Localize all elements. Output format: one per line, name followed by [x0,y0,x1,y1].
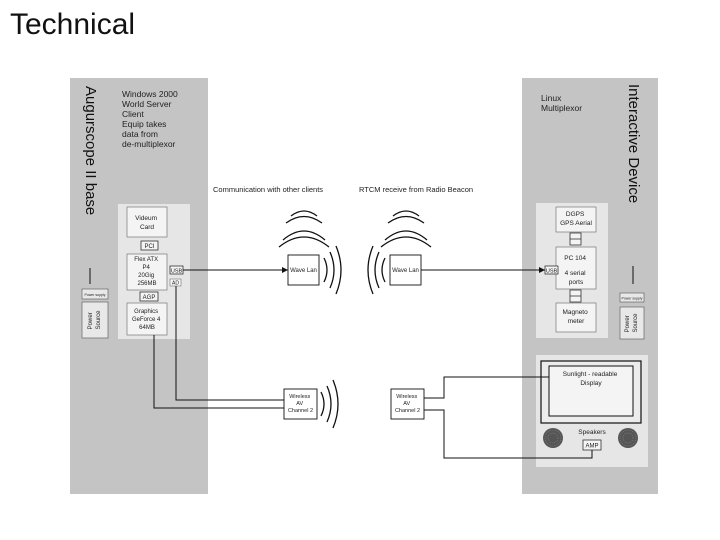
rtcm-label: RTCM receive from Radio Beacon [359,185,473,194]
graphics-card-line: 64MB [139,325,155,331]
display-line: Display [580,380,602,387]
right-wireless-line: AV [403,401,410,407]
pc104-line: 4 serial [565,270,587,277]
right-wavelan-box [389,254,422,286]
right-wireless-line: Wireless [396,394,417,400]
right-power-supply-label: Power supply [621,297,642,301]
left-usb-label: USB [171,269,183,275]
ad-label: AD [172,281,179,287]
wireless-to-amp-line [424,409,593,459]
left-wireless-line: Channel 2 [288,408,313,414]
dgps-line: DGPS [566,211,585,218]
speakers-label: Speakers [578,429,606,436]
right-antenna-signal-icon [380,210,432,248]
pc104-box [555,246,597,290]
left-power-source-line: Power [88,312,94,329]
flex-atx-line: Flex ATX [134,257,158,263]
left-power-supply-label: Power supply [84,293,105,297]
right-panel-title: Interactive Device [625,84,642,203]
left-power-source-line: Source [96,310,102,330]
graphics-card-label: Graphics GeForce 4 64MB [132,309,162,331]
videum-card-line: Videum [135,215,157,222]
display-screen [548,365,634,417]
right-power-source-line: Source [633,313,639,333]
right-power-source-box [619,306,645,340]
left-power-source-label: Power Source [88,310,102,330]
right-wireless-av-label: Wireless AV Channel 2 [395,394,420,414]
right-desc-line: Multiplexor [541,103,582,113]
magnetometer-line: meter [568,318,585,325]
videum-card-line: Card [140,224,154,231]
left-wavelan-arrowhead [282,267,288,273]
right-power-source-line: Power [625,315,631,332]
flex-atx-line: P4 [142,265,150,271]
agp-slot [139,291,159,302]
magnetometer-box [555,302,597,333]
left-power-source-box [81,301,109,339]
left-wavelan-signal-icon [323,245,342,295]
left-wireless-av-label: Wireless AV Channel 2 [288,394,313,414]
left-wavelan-label: Wave Lan [290,268,317,274]
right-usb-arrowhead [539,267,545,273]
amp-label: AMP [585,444,598,450]
right-panel: Interactive Device Linux Multiplexor DGP… [522,78,658,494]
slide-title: Technical [10,8,136,41]
right-wavelan-label: Wave Lan [392,268,419,274]
magnetometer-line: Magneto [562,309,588,316]
right-speaker-icon [618,428,638,448]
left-panel-title: Augurscope II base [82,86,99,215]
left-wireless-av-box [283,388,318,420]
left-antenna-signal-icon [278,210,330,248]
left-wireless-line: AV [296,401,303,407]
left-desc-line: de-multiplexor [122,139,176,149]
left-desc-line: data from [122,129,158,139]
left-wavelan-box [287,254,320,286]
wireless-av-signal-icon [320,379,339,429]
graphics-card-box [126,302,168,336]
agp-label: AGP [143,295,156,301]
right-power-supply-box [619,292,645,303]
right-wireless-av-box [390,388,425,420]
right-wavelan-signal-icon [367,245,386,295]
graphics-to-wireless-line [153,335,284,409]
display-line: Sunlight - readable [563,371,618,378]
communication-label: Communication with other clients [213,185,323,194]
pci-label: PCI [144,244,154,250]
left-desc-line: Windows 2000 [122,89,178,99]
flex-atx-label: Flex ATX P4 20Gig 256MB [134,257,160,287]
left-speaker-icon [543,428,563,448]
videum-card-box [126,206,168,238]
right-desc-line: Linux [541,93,562,103]
dgps-box [555,206,597,233]
left-panel: Augurscope II base Windows 2000 World Se… [70,78,208,494]
videum-card-label: Videum Card [135,215,159,231]
flex-atx-box [126,253,168,291]
left-description: Windows 2000 World Server Client Equip t… [122,89,180,149]
pci-slot [140,240,159,251]
right-wireless-line: Channel 2 [395,408,420,414]
right-description: Linux Multiplexor [541,93,582,113]
left-desc-line: World Server [122,99,172,109]
left-power-supply-box [81,288,109,300]
ad-to-wireless-line [175,286,284,401]
display-label: Sunlight - readable Display [563,371,619,387]
right-power-source-label: Power Source [625,313,639,333]
pc104-line: PC 104 [564,255,586,262]
dgps-line: GPS Aerial [560,220,592,227]
flex-atx-line: 20Gig [138,273,154,279]
magnetometer-label: Magneto meter [562,309,589,325]
left-desc-line: Client [122,109,144,119]
flex-atx-line: 256MB [137,281,156,287]
left-desc-line: Equip takes [122,119,166,129]
graphics-card-line: GeForce 4 [132,317,161,323]
pc104-label: PC 104 4 serial ports [564,255,588,286]
graphics-card-line: Graphics [134,309,158,315]
dgps-label: DGPS GPS Aerial [560,211,592,227]
pc104-line: ports [569,279,584,286]
wireless-to-display-line [424,376,549,399]
right-usb-label: USB [546,269,558,275]
left-wireless-line: Wireless [289,394,310,400]
